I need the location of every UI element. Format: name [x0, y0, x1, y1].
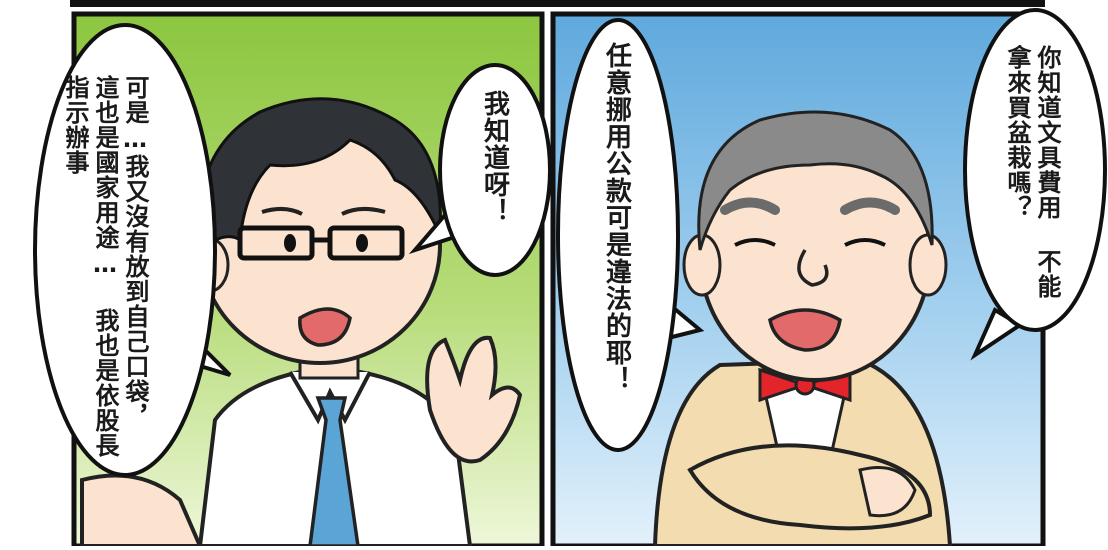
bubble-line: 你知道文具費用 [1033, 45, 1061, 220]
speech-bubble-shape-3 [556, 18, 680, 452]
panel-right [550, 8, 1107, 549]
speech-bubble-shape-2 [33, 23, 217, 477]
old-man-figure [652, 110, 953, 548]
bubble-line: 不能拿來買盆栽嗎？ [1003, 45, 1061, 299]
glasses [237, 225, 405, 261]
raised-hand [425, 335, 523, 464]
speech-bubble-text-3: 任意挪用公款可是違法的耶！ [600, 42, 633, 422]
top-border [70, 0, 1045, 7]
speech-bubble-text-2: 可是…我又沒有放到自己口袋， 這也是國家用途… 我也是依股長指示辦事 [60, 75, 150, 465]
bubble-line: 這也是國家用途… [91, 75, 119, 279]
bubble-line: 可是…我又沒有放到自己口袋， [121, 75, 149, 429]
speech-bubble-shape-1 [438, 63, 552, 277]
mouth [298, 307, 352, 347]
speech-bubble-text-4: 你知道文具費用 不能拿來買盆栽嗎？ [1002, 45, 1062, 315]
speech-bubble-shape-4 [963, 8, 1107, 332]
young-man-figure [80, 97, 523, 548]
bubble-line: 我也是依股長指示辦事 [61, 75, 119, 458]
mouth-old [768, 308, 842, 352]
bubble-line: 我知道呀！ [479, 90, 510, 225]
bubble-line: 任意挪用公款可是違法的耶！ [601, 42, 632, 393]
speech-bubble-text-1: 我知道呀！ [478, 90, 511, 260]
panel-left [33, 11, 552, 549]
